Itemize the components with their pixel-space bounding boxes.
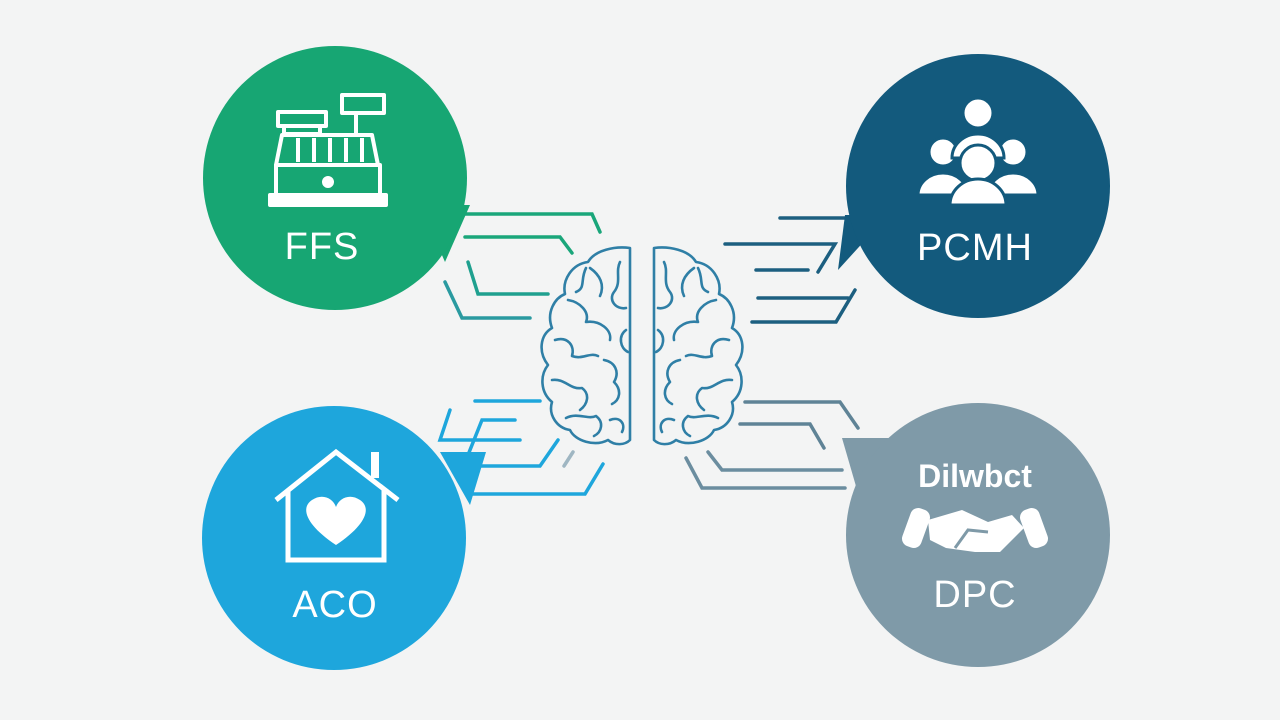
connector-aco-5	[468, 462, 605, 496]
aco-pointer	[440, 452, 486, 505]
connector-ffs-3	[466, 260, 550, 296]
house-heart-icon	[274, 448, 400, 563]
connector-dpc-1	[743, 400, 860, 430]
pcmh-label: PCMH	[917, 227, 1033, 269]
connector-dpc-4	[684, 456, 847, 490]
brain-icon	[540, 246, 744, 446]
connector-aco-4	[468, 438, 560, 468]
connector-ffs-1	[460, 212, 602, 234]
connector-pcmh-5	[750, 288, 857, 324]
connector-pcmh-2	[723, 242, 839, 274]
dpc-top-text: Dilwbct	[918, 458, 1032, 494]
ffs-circle	[203, 46, 467, 310]
connector-dpc-2	[738, 422, 826, 450]
brain-right-hemisphere	[652, 246, 744, 446]
connector-dpc-3	[706, 450, 844, 472]
people-group-icon	[916, 96, 1040, 207]
cash-register-icon	[268, 93, 388, 207]
connector-ffs-2	[463, 235, 574, 255]
connector-aco-6	[562, 450, 575, 468]
node-ffs	[203, 46, 470, 310]
aco-label: ACO	[292, 584, 378, 626]
connector-aco-3	[466, 418, 517, 457]
handshake-icon	[902, 508, 1048, 552]
connector-ffs-4	[443, 280, 532, 320]
brain-left-hemisphere	[540, 246, 632, 446]
connector-aco-2	[437, 408, 522, 442]
connectors	[437, 212, 860, 496]
dpc-label: DPC	[933, 574, 1017, 616]
ffs-label: FFS	[284, 226, 360, 268]
